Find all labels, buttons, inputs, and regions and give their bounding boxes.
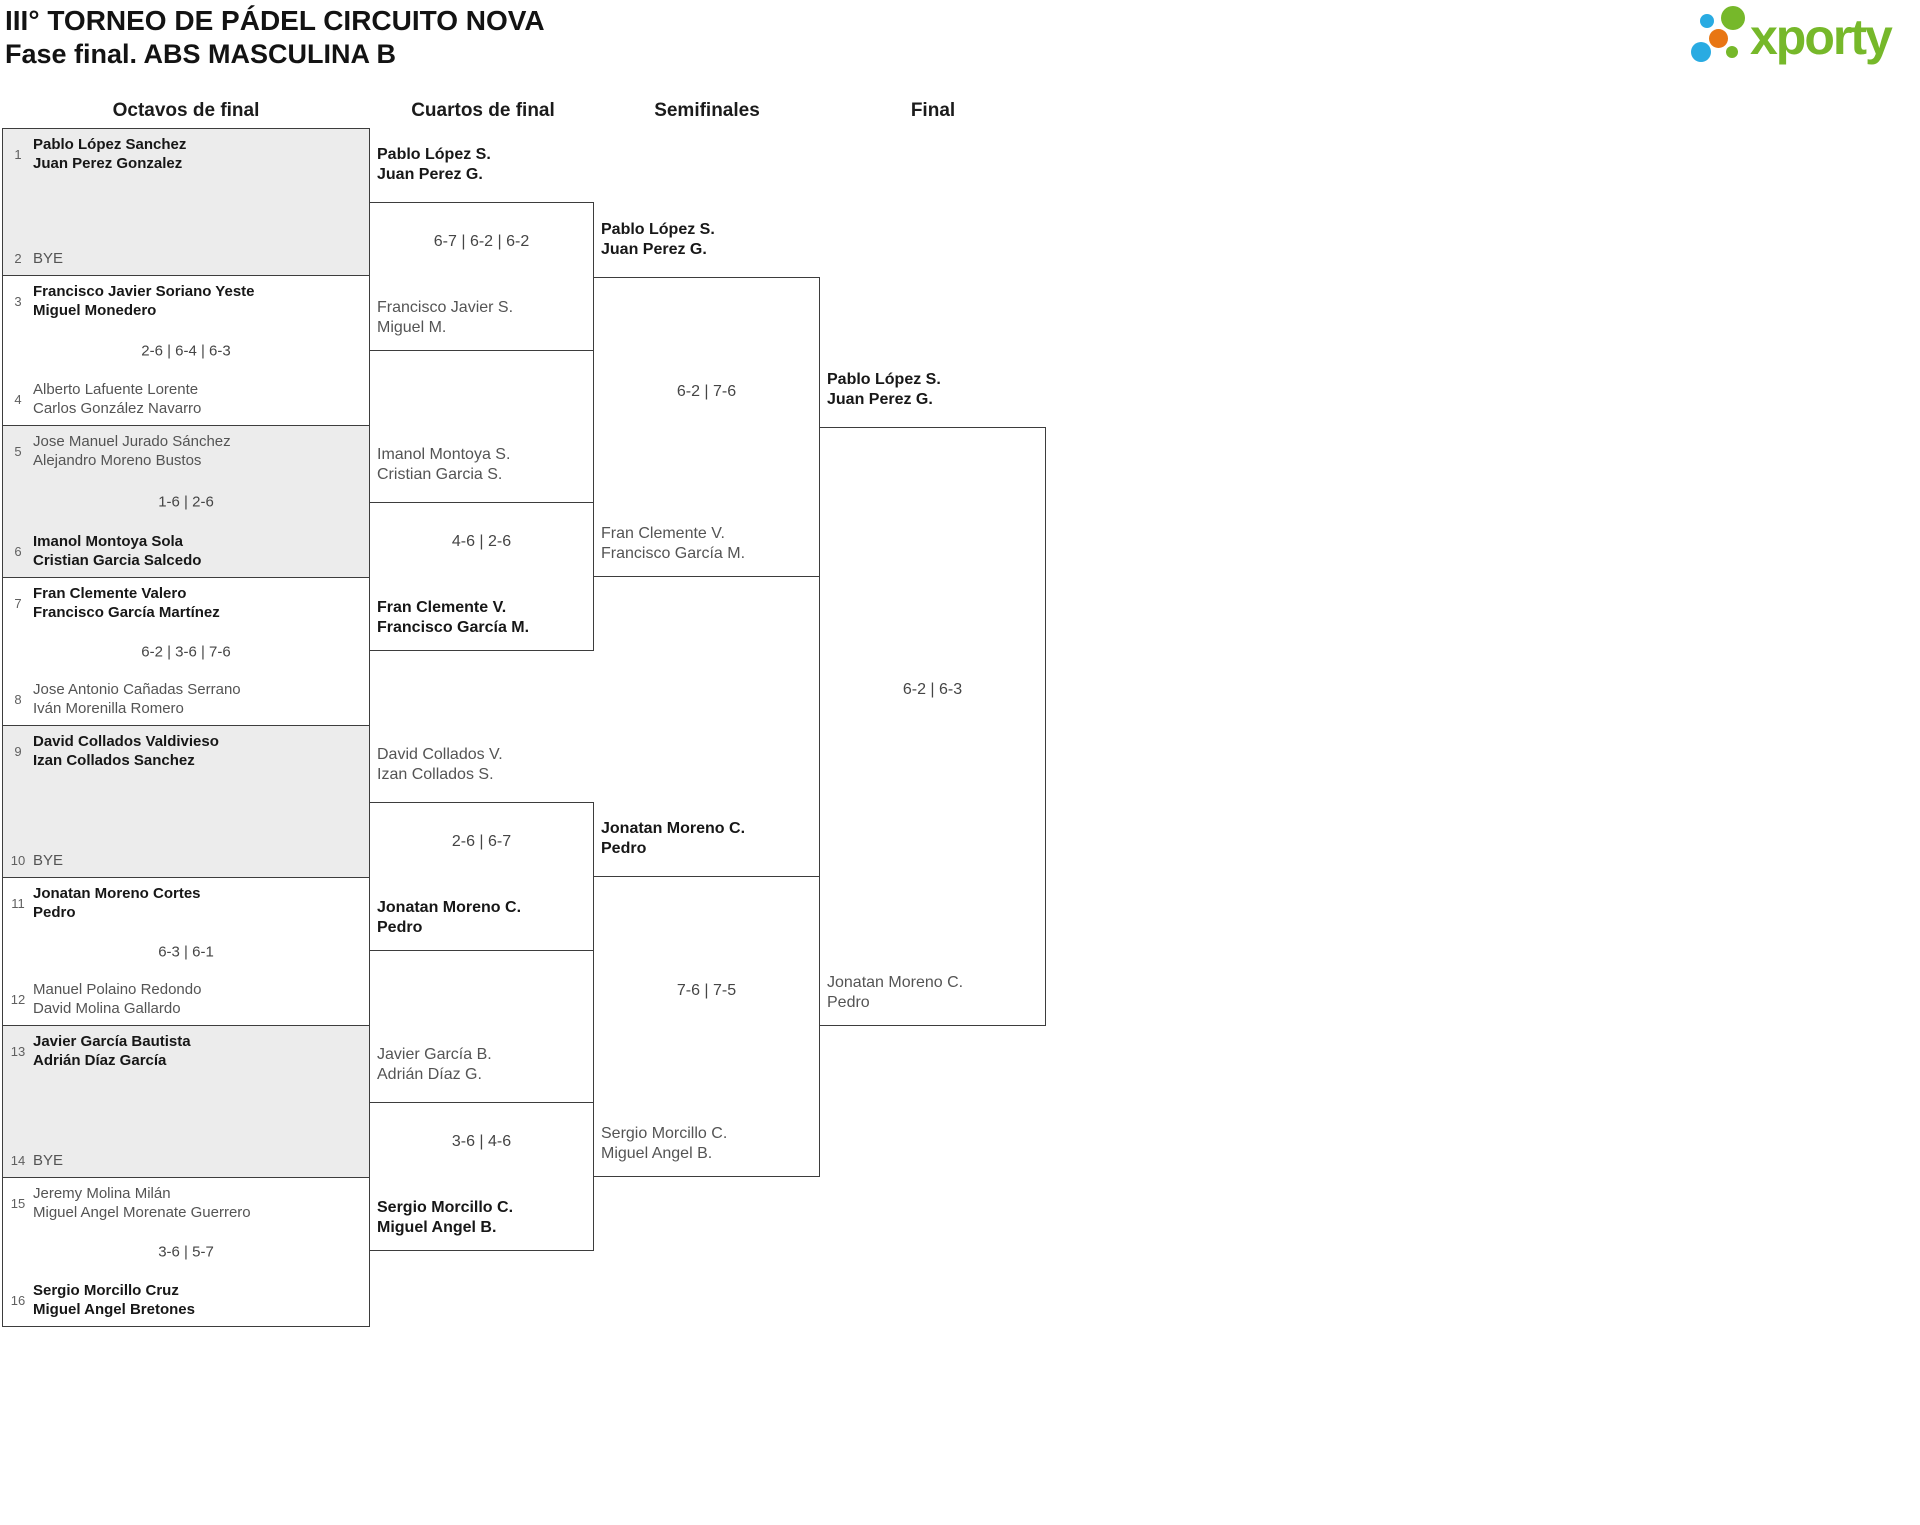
brand-wordmark: xporty — [1750, 9, 1893, 65]
score-label: 6-3 | 6-1 — [158, 943, 214, 960]
seed-number: 12 — [10, 991, 26, 1007]
seed-number: 11 — [11, 895, 25, 911]
logo-dot-blue-large — [1691, 42, 1711, 62]
team-names: BYE — [33, 852, 64, 869]
team-label: Imanol Montoya S.Cristian Garcia S. — [377, 446, 511, 483]
match-box-semifinal-2 — [593, 876, 820, 1177]
score-label: 4-6 | 2-6 — [451, 533, 512, 550]
column-header-cuartos: Cuartos de final — [411, 100, 555, 121]
team-row: 14 BYE — [3, 1151, 363, 1170]
match-box-cuartos-1 — [369, 202, 594, 351]
team-label: Francisco Javier S.Miguel M. — [377, 299, 514, 336]
team-label: Jonatan Moreno C.Pedro — [601, 820, 746, 857]
team-label: Sergio Morcillo C.Miguel Angel B. — [377, 1199, 514, 1236]
score-label: 6-2 | 3-6 | 7-6 — [141, 643, 231, 660]
match-box-final — [819, 427, 1046, 1026]
score-label: 7-6 | 7-5 — [676, 982, 737, 999]
seed-number: 2 — [14, 251, 22, 266]
page-subtitle: Fase final. ABS MASCULINA B — [5, 39, 397, 69]
logo-dot-green-small — [1726, 46, 1738, 58]
logo-dot-green-large — [1721, 6, 1745, 30]
team-names: BYE — [33, 250, 64, 267]
seed-number: 15 — [10, 1195, 26, 1211]
column-header-octavos: Octavos de final — [112, 100, 260, 121]
page-header: III° TORNEO DE PÁDEL CIRCUITO NOVA Fase … — [5, 4, 545, 71]
team-label: Jonatan Moreno C.Pedro — [377, 899, 522, 936]
team-row: 2 BYE — [3, 249, 363, 268]
score-label: 2-6 | 6-7 — [451, 833, 512, 850]
score-label: 1-6 | 2-6 — [158, 493, 214, 510]
column-header-semifinales: Semifinales — [654, 100, 760, 121]
seed-number: 10 — [10, 853, 26, 868]
score-label: 6-7 | 6-2 | 6-2 — [433, 233, 530, 250]
score-label: 2-6 | 6-4 | 6-3 — [141, 342, 231, 359]
column-header-final: Final — [910, 100, 956, 121]
score-label: 3-6 | 4-6 — [451, 1133, 512, 1150]
seed-number: 14 — [10, 1153, 26, 1168]
team-label: Javier García B.Adrián Díaz G. — [377, 1046, 492, 1083]
team-label: Fran Clemente V.Francisco García M. — [377, 599, 530, 636]
score-label: 6-2 | 7-6 — [676, 383, 737, 400]
team-label: Pablo López S.Juan Perez G. — [601, 221, 715, 258]
score-label: 6-2 | 6-3 — [902, 681, 963, 698]
team-names: BYE — [33, 1152, 64, 1169]
logo-dot-blue-small — [1700, 14, 1714, 28]
seed-number: 1 — [14, 146, 22, 162]
seed-number: 5 — [14, 443, 22, 459]
page-title: III° TORNEO DE PÁDEL CIRCUITO NOVA — [5, 5, 545, 36]
seed-number: 13 — [10, 1043, 26, 1059]
score-label: 3-6 | 5-7 — [158, 1243, 214, 1261]
seed-number: 8 — [14, 691, 22, 707]
team-label: Jonatan Moreno C.Pedro — [827, 974, 964, 1011]
seed-number: 9 — [14, 743, 22, 759]
seed-number: 4 — [14, 391, 22, 407]
team-label: Fran Clemente V.Francisco García M. — [601, 525, 746, 562]
seed-number: 3 — [14, 293, 22, 309]
team-label: Pablo López S.Juan Perez G. — [827, 371, 941, 408]
logo-dot-orange — [1709, 29, 1728, 48]
team-label: Pablo López S.Juan Perez G. — [377, 146, 491, 183]
seed-number: 6 — [14, 543, 22, 559]
team-label: David Collados V.Izan Collados S. — [377, 746, 503, 783]
team-row: 10 BYE — [3, 851, 363, 870]
seed-number: 16 — [10, 1292, 26, 1308]
seed-number: 7 — [14, 595, 22, 611]
team-label: Sergio Morcillo C.Miguel Angel B. — [601, 1125, 728, 1162]
